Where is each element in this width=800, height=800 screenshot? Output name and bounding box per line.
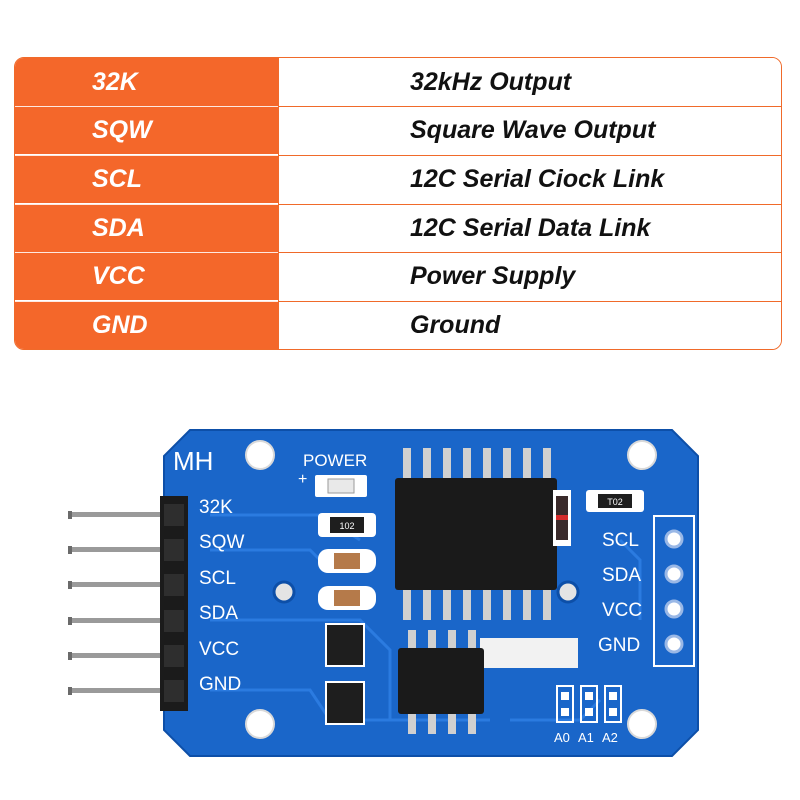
right-header-pad	[664, 599, 684, 619]
address-label: A0	[554, 730, 570, 745]
left-header-pins	[164, 504, 184, 702]
pin-description-cell: 32kHz Output	[278, 58, 781, 106]
address-label: A1	[578, 730, 594, 745]
table-row: SQW Square Wave Output	[15, 106, 781, 154]
resistor-t02	[598, 494, 632, 508]
mounting-hole	[627, 440, 657, 470]
address-jumpers	[556, 685, 622, 723]
right-header-pad	[664, 634, 684, 654]
left-pin-label: 32K	[199, 497, 233, 518]
left-pin-label: SQW	[199, 532, 244, 553]
right-header-pad	[664, 529, 684, 549]
resistor-code: 102	[339, 521, 354, 531]
row-divider	[15, 204, 781, 205]
header-pin-wires	[68, 511, 170, 695]
pin-name-cell: SDA	[15, 204, 278, 252]
mounting-hole	[245, 709, 275, 739]
table-row: GND Ground	[15, 301, 781, 349]
left-header	[160, 496, 188, 711]
mounting-hole	[627, 709, 657, 739]
row-divider	[15, 301, 781, 302]
rtc-chip-pins-bottom	[403, 584, 551, 620]
right-header-pad	[664, 564, 684, 584]
pin-description-cell: Square Wave Output	[278, 106, 781, 154]
capacitor	[334, 590, 360, 606]
eeprom-chip	[398, 648, 484, 714]
resistor-network	[325, 681, 365, 725]
pin-description-cell: Power Supply	[278, 252, 781, 300]
rtc-module-board: MH 32K SQW SCL SDA VCC GND POWER + 102 T…	[60, 420, 740, 765]
rtc-chip-pins-top	[403, 448, 551, 484]
power-plus-sign: +	[298, 471, 307, 488]
capacitor	[334, 553, 360, 569]
right-header-outline	[653, 515, 695, 667]
left-pin-label: SDA	[199, 603, 238, 624]
pin-description-table: 32K 32kHz Output SQW Square Wave Output …	[14, 57, 782, 350]
left-pin-label: GND	[199, 674, 241, 695]
table-row: VCC Power Supply	[15, 252, 781, 300]
round-pad	[556, 580, 580, 604]
pin-description-cell: 12C Serial Ciock Link	[278, 155, 781, 203]
left-pin-label: VCC	[199, 639, 239, 660]
pin-description-cell: Ground	[278, 301, 781, 349]
table-row: SCL 12C Serial Ciock Link	[15, 155, 781, 203]
label-pad	[480, 638, 578, 668]
address-label: A2	[602, 730, 618, 745]
resistor-code: T02	[607, 497, 623, 507]
rtc-chip	[395, 478, 557, 590]
right-pin-label: VCC	[602, 600, 642, 621]
column-divider	[278, 58, 279, 349]
resistor-network	[325, 623, 365, 667]
left-pin-label: SCL	[199, 568, 236, 589]
round-pad	[272, 580, 296, 604]
power-led	[327, 478, 355, 494]
mounting-hole	[245, 440, 275, 470]
eeprom-chip-pins	[408, 630, 476, 734]
row-divider	[15, 155, 781, 156]
table-row: SDA 12C Serial Data Link	[15, 204, 781, 252]
pin-description-cell: 12C Serial Data Link	[278, 204, 781, 252]
pin-name-cell: 32K	[15, 58, 278, 106]
table-row: 32K 32kHz Output	[15, 58, 781, 106]
diode-band	[556, 515, 568, 520]
right-pin-label: GND	[598, 635, 640, 656]
brand-label: MH	[173, 446, 213, 476]
board-illustration: MH 32K SQW SCL SDA VCC GND POWER + 102 T…	[68, 429, 699, 757]
power-label: POWER	[303, 451, 367, 470]
pin-name-cell: SCL	[15, 155, 278, 203]
right-pin-label: SCL	[602, 530, 639, 551]
row-divider	[15, 106, 781, 107]
pin-name-cell: GND	[15, 301, 278, 349]
pin-name-cell: VCC	[15, 252, 278, 300]
pin-name-cell: SQW	[15, 106, 278, 154]
row-divider	[15, 252, 781, 253]
resistor-102	[330, 517, 364, 533]
right-pin-label: SDA	[602, 565, 641, 586]
